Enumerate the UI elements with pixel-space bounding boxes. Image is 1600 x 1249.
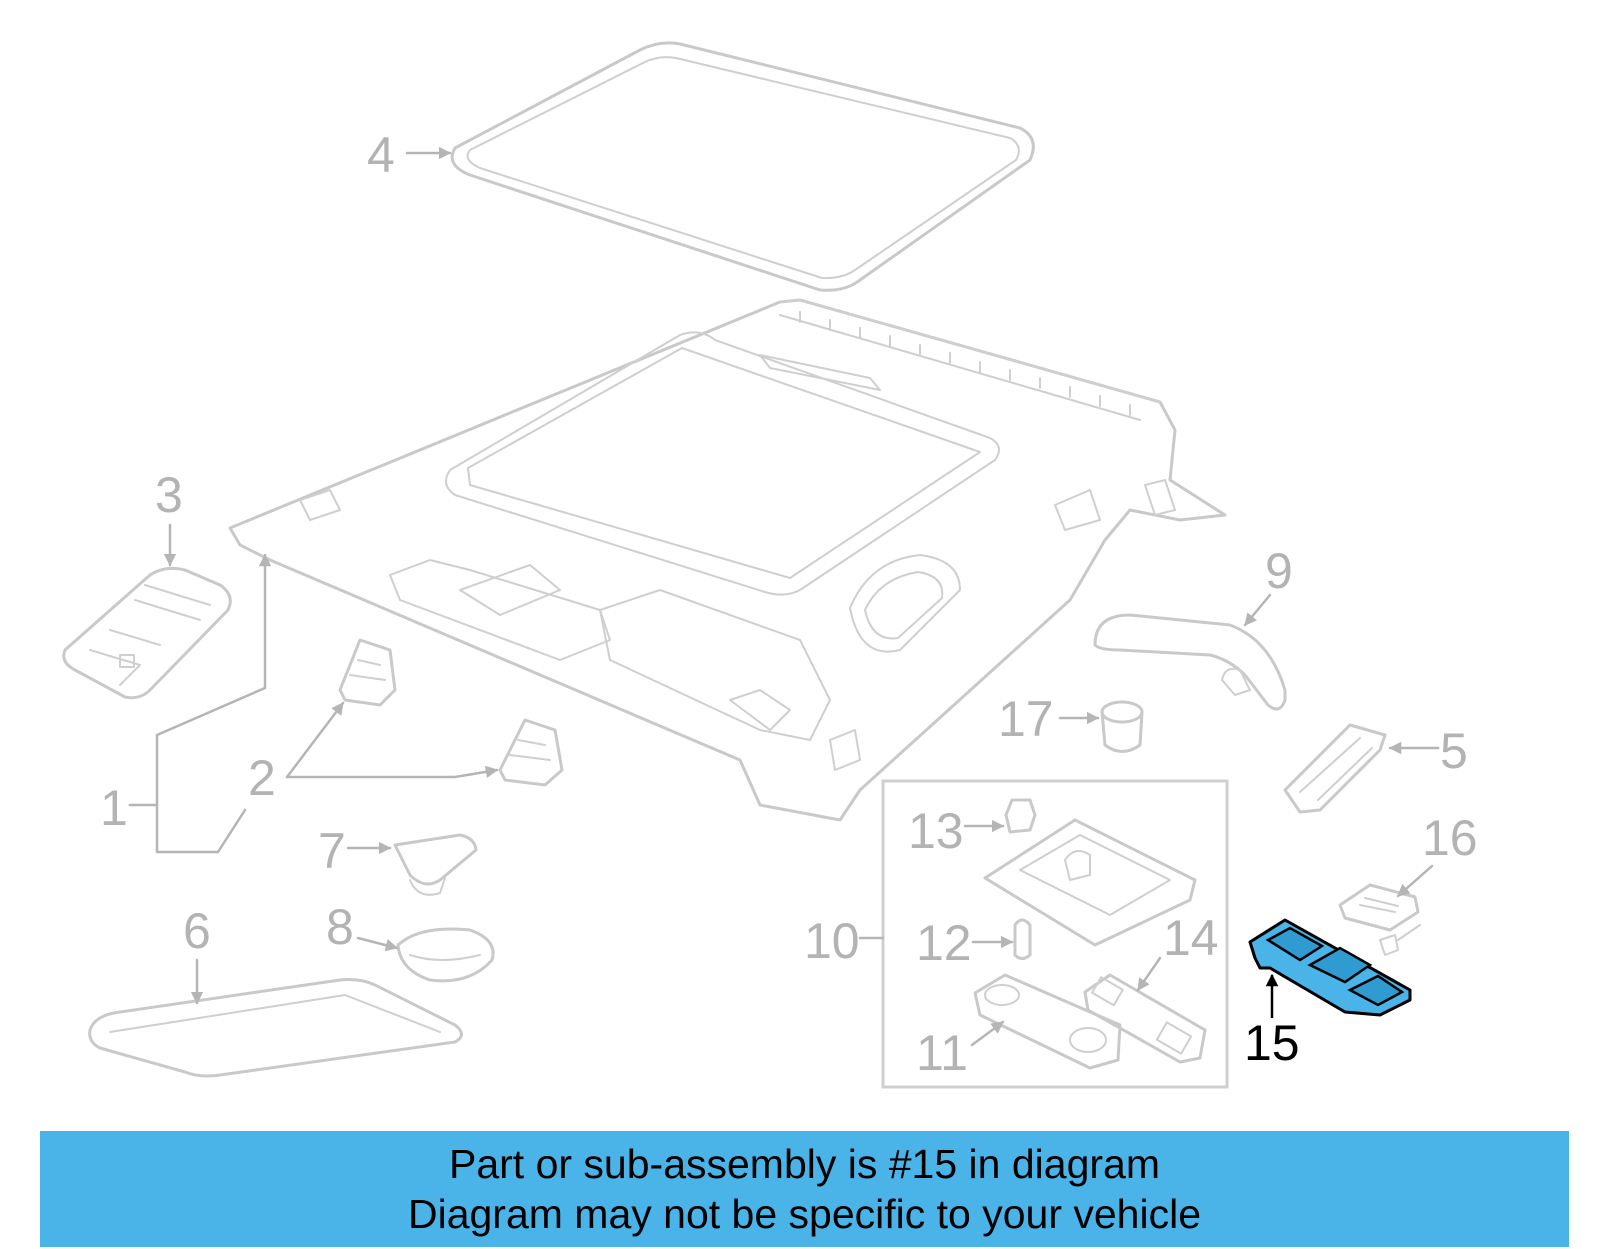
callout-15: 15 bbox=[1244, 1015, 1300, 1071]
sunroof-glass-panel bbox=[450, 41, 1035, 292]
headliner-clip-lower bbox=[498, 718, 564, 787]
callout-13: 13 bbox=[908, 803, 964, 859]
lamp-cover bbox=[396, 927, 495, 983]
headliner bbox=[228, 298, 1227, 822]
callout-1: 1 bbox=[100, 780, 128, 836]
dome-lamp-assembly bbox=[983, 818, 1197, 947]
headliner-clip-upper bbox=[338, 638, 397, 707]
caption-line-1: Part or sub-assembly is #15 in diagram bbox=[449, 1141, 1160, 1187]
callout-2: 2 bbox=[248, 750, 276, 806]
callout-14: 14 bbox=[1163, 910, 1219, 966]
bulb-socket bbox=[1004, 798, 1037, 834]
callout-8: 8 bbox=[326, 899, 354, 955]
caption-banner: Part or sub-assembly is #15 in diagram D… bbox=[40, 1131, 1569, 1247]
callout-11: 11 bbox=[916, 1025, 968, 1081]
callout-7: 7 bbox=[318, 823, 346, 879]
bulb bbox=[1013, 918, 1032, 960]
lamp-lens-left bbox=[973, 973, 1122, 1070]
callout-5: 5 bbox=[1440, 723, 1468, 779]
callout-17: 17 bbox=[998, 691, 1054, 747]
callout-10: 10 bbox=[804, 913, 860, 969]
wire-connector bbox=[1338, 883, 1421, 956]
grab-handle bbox=[1093, 613, 1287, 711]
caption-line-2: Diagram may not be specific to your vehi… bbox=[407, 1191, 1201, 1237]
callout-16: 16 bbox=[1422, 810, 1478, 866]
grommet-cap bbox=[1100, 700, 1144, 753]
sub-assembly-box bbox=[881, 779, 1229, 1089]
callout-6: 6 bbox=[183, 903, 211, 959]
callout-3: 3 bbox=[155, 467, 183, 523]
leader-lines bbox=[128, 146, 1440, 1047]
mount-bracket bbox=[1283, 723, 1387, 814]
overhead-console bbox=[62, 566, 232, 700]
lamp-lens-right bbox=[1083, 973, 1207, 1064]
highlighted-part-lens bbox=[1248, 918, 1412, 1017]
sun-visor bbox=[88, 978, 463, 1078]
reading-lamp bbox=[393, 833, 478, 896]
callout-4: 4 bbox=[367, 127, 395, 183]
callout-12: 12 bbox=[916, 915, 972, 971]
callout-9: 9 bbox=[1265, 543, 1293, 599]
callout-labels: 1 2 3 4 5 6 7 8 9 10 11 12 13 14 15 16 1… bbox=[100, 127, 1478, 1081]
